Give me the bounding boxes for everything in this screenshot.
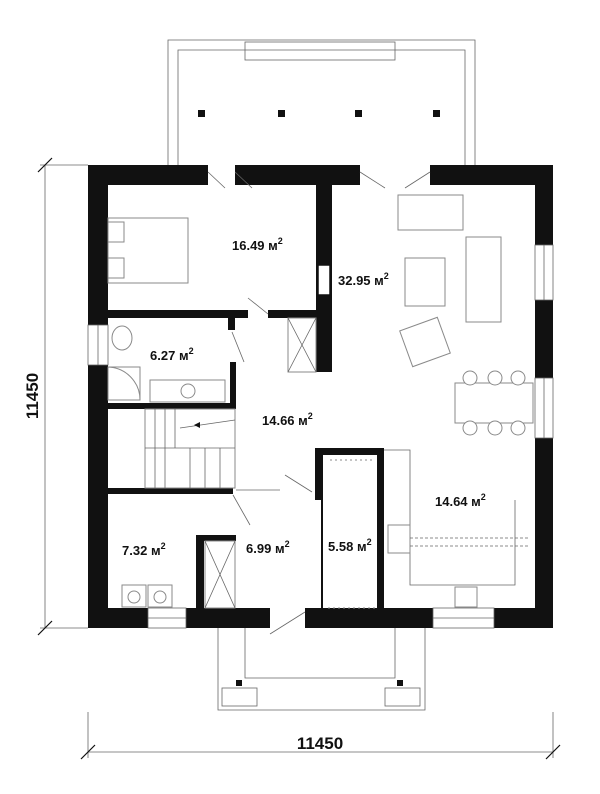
room-label-bathroom: 6.27 м2 [150, 346, 194, 363]
kitchen-furniture [384, 449, 530, 608]
room-label-bedroom: 16.49 м2 [232, 236, 283, 253]
laundry-fixtures [121, 540, 236, 609]
room-label-kitchen: 14.64 м2 [435, 492, 486, 509]
dimension-vertical: 11450 [23, 157, 88, 636]
room-label-closet: 5.58 м2 [328, 537, 372, 554]
room-label-hall: 14.66 м2 [262, 411, 313, 428]
bedroom-furniture [107, 217, 189, 284]
room-label-entry: 6.99 м2 [246, 539, 290, 556]
outer-walls [88, 165, 553, 628]
misc-fixtures [287, 264, 375, 609]
windows [87, 244, 554, 629]
bottom-porch [217, 628, 426, 711]
dimension-horizontal: 11450 [80, 712, 561, 760]
room-labels: 16.49 м2 32.95 м2 6.27 м2 14.66 м2 14.64… [122, 236, 486, 558]
doors [207, 171, 431, 635]
width-dimension-label: 11450 [297, 734, 343, 753]
stairs [144, 408, 236, 489]
room-label-laundry: 7.32 м2 [122, 541, 166, 558]
bathroom-fixtures [107, 325, 226, 403]
interior-walls [108, 180, 384, 608]
top-terrace [167, 39, 476, 165]
height-dimension-label: 11450 [23, 373, 42, 419]
living-furniture [397, 194, 534, 436]
room-label-living: 32.95 м2 [338, 271, 389, 288]
